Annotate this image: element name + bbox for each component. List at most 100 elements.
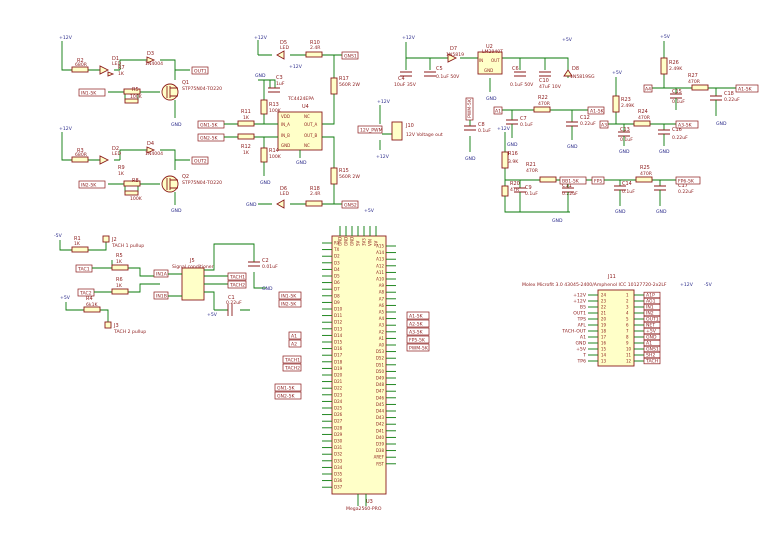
svg-text:A1-5K: A1-5K (409, 314, 424, 320)
connector-left-net: TP6 (577, 359, 587, 365)
connector-right-net: IN1 (646, 305, 654, 311)
resistor-r1 (71, 246, 89, 253)
jumper-j2 (102, 235, 110, 243)
net-label-a1-5k (735, 84, 759, 93)
mcu-right-pin-label: D49 (376, 376, 385, 381)
svg-text:GND: GND (296, 160, 307, 166)
resistor-r11 (237, 120, 255, 127)
mcu-right-pin-label: D48 (376, 382, 385, 387)
svg-text:2.4R: 2.4R (310, 45, 321, 51)
capacitor-c17 (654, 185, 666, 191)
net-label-gns2 (341, 200, 359, 209)
svg-text:LED: LED (280, 191, 289, 197)
svg-text:R10: R10 (310, 40, 320, 46)
svg-text:+12V: +12V (254, 35, 268, 41)
connector-left-net: A1 (580, 335, 586, 341)
mcu-left-pin-label: D19 (334, 366, 343, 371)
connector-left-net: B5 (580, 305, 586, 311)
connector-left-pin-number: 24 (601, 293, 607, 298)
svg-text:470R: 470R (638, 115, 651, 121)
mcu-left-pin-label: D8 (334, 293, 340, 298)
mcu-right-pin-label: D43 (376, 415, 385, 420)
svg-text:LED: LED (112, 61, 121, 67)
svg-text:A2: A2 (291, 342, 297, 348)
resistor-r12 (237, 133, 255, 140)
svg-text:PWM-5K: PWM-5K (409, 346, 429, 352)
mcu-right-pin-label: A15 (376, 244, 384, 249)
mcu-net-in1 (278, 291, 302, 300)
resistor-r10 (305, 51, 323, 58)
mcu-net-gn1 (274, 383, 302, 392)
resistor-r16 (501, 151, 509, 169)
connector-j10 (391, 121, 403, 141)
svg-text:0.22uF: 0.22uF (724, 97, 740, 103)
resistor-r5b (111, 264, 129, 271)
svg-text:D6: D6 (280, 186, 287, 192)
connector-left-pin-number: 15 (601, 347, 607, 352)
connector-right-pin-number: 4 (626, 311, 629, 316)
net-label-tac1 (75, 264, 93, 273)
svg-text:10uF 35V: 10uF 35V (394, 82, 417, 88)
svg-text:C1: C1 (228, 295, 235, 301)
svg-text:A1: A1 (495, 109, 501, 115)
net-label-tach1 (227, 272, 247, 281)
svg-text:GND: GND (171, 122, 182, 128)
svg-text:R20: R20 (510, 181, 520, 187)
svg-text:D4: D4 (147, 141, 154, 147)
svg-text:R23: R23 (621, 97, 631, 103)
svg-text:1K: 1K (243, 150, 250, 156)
mcu-right-pin-label: D41 (376, 428, 385, 433)
svg-text:GND: GND (659, 149, 670, 155)
resistor-r15 (330, 167, 338, 185)
mcu-left-pin-label: D36 (334, 478, 343, 483)
svg-text:TACH1: TACH1 (229, 275, 245, 281)
resistor-r27 (691, 84, 709, 91)
connector-left-pin-number: 14 (601, 353, 607, 358)
connector-left-net: +12V (573, 293, 587, 299)
mcu-left-pin-label: D4 (334, 267, 340, 272)
mcu-left-pin-label: D14 (334, 333, 343, 338)
connector-right-net-box (643, 327, 661, 335)
mcu-left-pin-label: D11 (334, 313, 343, 318)
svg-text:D7: D7 (450, 46, 457, 52)
svg-text:+12V: +12V (59, 126, 73, 132)
svg-text:-5V: -5V (704, 282, 713, 288)
connector-right-net: A1 (646, 341, 652, 347)
svg-text:LED: LED (112, 151, 121, 157)
net-label-a3-5k (675, 120, 699, 129)
connector-left-net: OUT1 (573, 311, 586, 317)
svg-text:1N4004: 1N4004 (145, 151, 163, 157)
mcu-right-pin-label: A9 (379, 283, 385, 288)
svg-text:J11: J11 (607, 274, 616, 280)
mcu-right-pin-label: A3 (379, 323, 385, 328)
mcu-left-pins: RXTXD2D3D4D5D6D7D8D9D10D11D12D13D14D15D1… (322, 241, 343, 490)
svg-text:R8: R8 (132, 178, 139, 184)
svg-text:D3: D3 (147, 51, 154, 57)
mcu-net-a2 (288, 339, 302, 348)
svg-text:+12V: +12V (680, 282, 694, 288)
svg-text:J3: J3 (113, 323, 119, 329)
svg-text:0.1uF: 0.1uF (672, 99, 685, 105)
resistor-r7 (123, 88, 141, 95)
connector-right-net: NET (646, 323, 655, 329)
svg-text:47R: 47R (510, 187, 520, 193)
net-label-tach2 (227, 280, 247, 289)
connector-left-net: +12V (573, 299, 587, 305)
connector-right-pin-number: 5 (626, 317, 629, 322)
mcu-left-pin-label: D20 (334, 373, 343, 378)
ic-u4 (277, 111, 323, 151)
mcu-right-pin-label: A7 (379, 296, 385, 301)
mcu-right-pin-label: D50 (376, 369, 385, 374)
svg-text:+5V: +5V (364, 208, 375, 214)
connector-j11 (597, 289, 635, 367)
svg-text:100K: 100K (269, 154, 282, 160)
net-label-out1 (191, 66, 209, 75)
connector-left-net: GND (575, 341, 586, 347)
mcu-net-pwm (406, 343, 430, 352)
mcu-top-pin-label: GND (338, 237, 343, 246)
svg-text:A3: A3 (601, 123, 607, 129)
connector-right-pins: A1P1AG12IN13IN24OUT15NET6+5V7GND8A19GNS1… (626, 291, 661, 365)
connector-j11-block: J11 Molex Microfit 3.0 43045-2400/Amphen… (522, 274, 713, 367)
svg-text:FP5: FP5 (594, 179, 602, 185)
svg-text:C5: C5 (436, 66, 443, 72)
